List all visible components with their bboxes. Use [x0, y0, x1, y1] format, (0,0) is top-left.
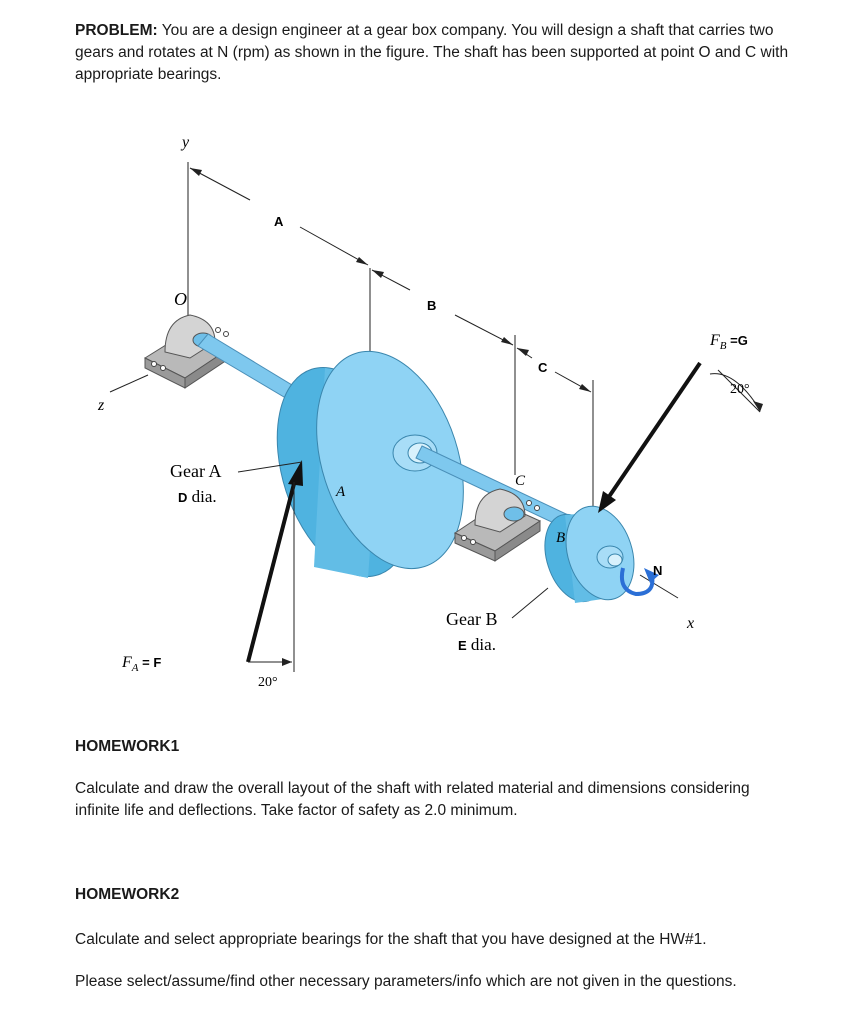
- axis-y-label: y: [180, 134, 190, 151]
- gear-b-dia-var: E: [458, 638, 467, 653]
- fb-value: =G: [727, 333, 748, 348]
- angle-b-label: 20°: [730, 382, 750, 397]
- fb-subscript: B: [720, 340, 727, 352]
- dim-a-label: A: [274, 214, 284, 229]
- gear-b-dia-word: dia.: [467, 635, 496, 654]
- dim-c-label: C: [538, 360, 548, 375]
- fa-value: = F: [139, 655, 162, 670]
- gear-a-dia-var: D: [178, 490, 187, 505]
- force-fa-arrow: [246, 460, 303, 672]
- fb-symbol: F: [709, 332, 720, 349]
- gear-b: [544, 505, 635, 603]
- axis-x-label: x: [686, 615, 694, 632]
- gear-a: [276, 350, 464, 578]
- point-c-label: C: [515, 473, 526, 489]
- homework1-title: HOMEWORK1: [75, 738, 180, 755]
- dimension-arrowheads: [190, 168, 591, 392]
- fb-label: FB =G: [709, 332, 748, 352]
- dim-b-label: B: [427, 298, 436, 313]
- axis-z-label: z: [97, 397, 105, 414]
- z-axis-line: [109, 374, 149, 393]
- problem-statement: PROBLEM: You are a design engineer at a …: [75, 20, 815, 86]
- homework2-text1: Calculate and select appropriate bearing…: [75, 931, 707, 948]
- gear-a-dia: D dia.: [178, 487, 217, 506]
- gear-a-leader: [237, 461, 303, 473]
- problem-text: You are a design engineer at a gear box …: [75, 22, 789, 83]
- force-fb-arrow: [598, 361, 763, 513]
- point-a-label: A: [335, 484, 346, 500]
- point-b-label: B: [556, 530, 565, 546]
- gear-a-dia-word: dia.: [187, 487, 216, 506]
- gear-b-dia: E dia.: [458, 635, 496, 654]
- shaft-figure: y z x O A B C FB =G 20° Gear A D dia. A …: [97, 134, 763, 690]
- point-o-label: O: [174, 289, 187, 309]
- rpm-label: N: [653, 563, 662, 578]
- fa-label: FA = F: [121, 654, 161, 674]
- gear-b-leader: [511, 587, 549, 619]
- problem-label: PROBLEM:: [75, 22, 158, 39]
- x-axis-line: [639, 574, 679, 599]
- homework2-text2: Please select/assume/find other necessar…: [75, 973, 737, 990]
- gear-a-name: Gear A: [170, 461, 221, 481]
- fa-subscript: A: [131, 662, 139, 674]
- homework2-title: HOMEWORK2: [75, 886, 180, 903]
- angle-a-label: 20°: [258, 675, 278, 690]
- rotation-arrow-icon: [619, 567, 659, 597]
- bearing-c: [453, 488, 542, 562]
- gear-b-name: Gear B: [446, 609, 497, 629]
- fa-symbol: F: [121, 654, 132, 671]
- homework1-text: Calculate and draw the overall layout of…: [75, 780, 750, 819]
